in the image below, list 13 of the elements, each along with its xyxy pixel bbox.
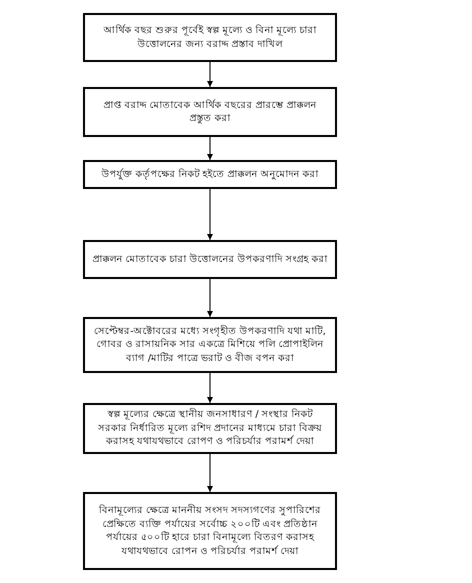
arrow [207, 372, 213, 404]
arrow [207, 454, 213, 492]
arrow [207, 62, 213, 88]
arrow [207, 278, 213, 318]
process-box: প্রাপ্ত বরাদ্দ মোতাবেক আর্থিক বছরের প্রারম্ভে প্রাক্কলন প্রস্তুত করা [83, 87, 337, 137]
process-box: আর্থিক বছর শুরুর পূর্বেই স্বল্প মূল্যে ও বিনা মূল্যে চারা উত্তোলনের জন্য বরাদ্দ প্রস্তাব দাখিল [83, 13, 337, 62]
process-box: স্বল্প মূল্যের ক্ষেত্রে স্থানীয় জনসাধারণ / সংস্থার নিকট সরকার নির্ধারিত মূল্যে রশিদ প্রদানের মাধ্যমে চারা বিক্রয় করাসহ যথাযথভাবে রোপণ ও পরিচর্যার পরামর্শ দেয়া [83, 403, 337, 454]
arrow [207, 136, 213, 160]
arrow [207, 188, 213, 240]
process-box: বিনামূল্যের ক্ষেত্রে মাননীয় সংসদ সদস্যগণের সুপারিশের প্রেক্ষিতে ব্যক্তি পর্যায়ের সর্বোচ্চ ২০০টি এবং প্রতিষ্ঠান পর্যায়ের ৫০০টি হারে চারা বিনামূল্যে বিতরণ করাসহ যথাযথভাবে রোপন ও পরিচর্যার পরামর্শ দেয়া [83, 492, 337, 570]
process-box: সেপ্টেম্বর-অক্টোবরের মধ্যে সংগৃহীত উপকরণাদি যথা মাটি, গোবর ও রাসায়নিক সার একত্রে মিশিয়ে পলি প্রোপাইলিন ব্যাগ /মাটির পাত্রে ভরাট ও বীজ বপন করা [83, 317, 337, 373]
process-box: প্রাক্কলন মোতাবেক চারা উত্তোলনের উপকরণাদি সংগ্রহ করা [83, 240, 337, 279]
process-box: উপর্যুক্ত কর্তৃপক্ষের নিকট হইতে প্রাক্কলন অনুমোদন করা [83, 160, 337, 189]
